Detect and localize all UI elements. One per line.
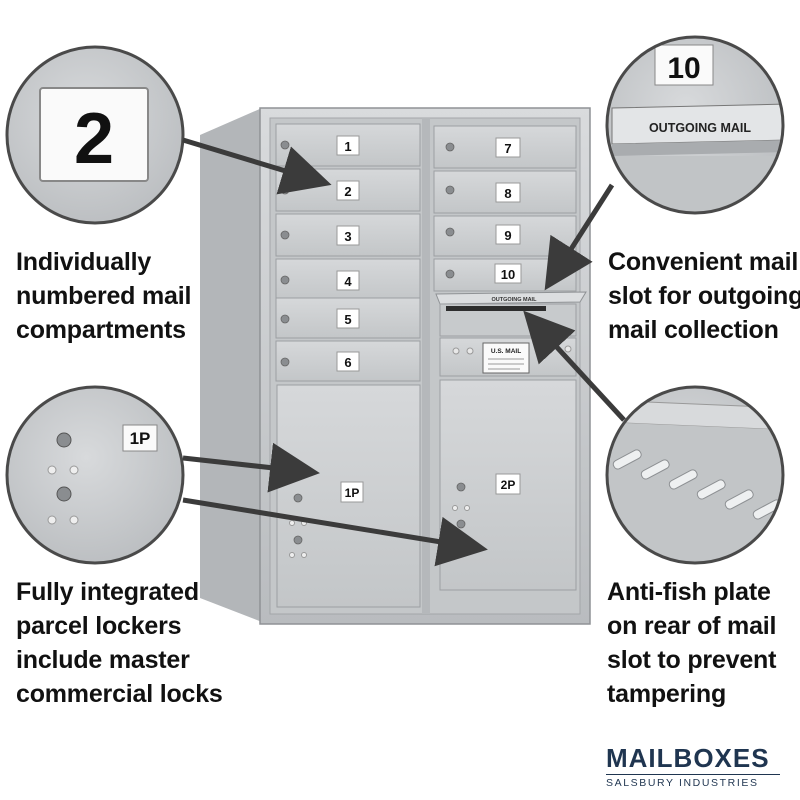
zoom-parcel-locks: 1P [5, 385, 185, 565]
callout-antifish-plate: Anti-fish plate on rear of mail slot to … [607, 578, 777, 708]
lock-icon [456, 482, 466, 492]
outgoing-mail-label: OUTGOING MAIL [492, 297, 538, 303]
arrow-to-outgoing-slot [544, 183, 615, 291]
compartment-number: 6 [344, 355, 351, 370]
arrow-to-antifish [523, 310, 626, 422]
cabinet-side [200, 108, 262, 622]
lock-icon [280, 314, 290, 324]
center-divider [422, 118, 430, 614]
lock-icon [280, 357, 290, 367]
parcel-locker-number: 2P [501, 478, 516, 492]
brand-name: MAILBOXES [606, 743, 770, 773]
lock-icon [445, 142, 455, 152]
parcel-locker-number: 1P [345, 486, 360, 500]
lock-icon [445, 227, 455, 237]
arrow-to-compartment [182, 137, 332, 195]
callout-arrows [182, 137, 626, 567]
compartment-door[interactable]: 3 [275, 213, 421, 257]
lock-icon [280, 230, 290, 240]
zoom-outgoing-label: OUTGOING MAIL [649, 121, 751, 135]
brand-logo: MAILBOXES SALSBURY INDUSTRIES [606, 745, 786, 789]
lock-icon [293, 493, 303, 503]
outgoing-mail-slot[interactable]: OUTGOING MAIL [435, 291, 587, 337]
lock-icon [280, 275, 290, 285]
arrow-to-parcel-1p [182, 442, 320, 493]
compartment-number: 5 [344, 312, 351, 327]
right-compartments: 7 8 9 10 [433, 125, 577, 292]
compartment-number: 4 [344, 274, 352, 289]
compartment-door[interactable]: 6 [275, 340, 421, 382]
lock-icon [280, 185, 290, 195]
compartment-door[interactable]: 4 [275, 258, 421, 302]
us-mail-label: U.S. MAIL [491, 348, 521, 355]
compartment-number: 1 [344, 139, 351, 154]
callout-parcel-lockers: Fully integrated parcel lockers include … [16, 578, 223, 708]
lock-icon [56, 486, 72, 502]
zoom-outgoing-slot: 10 OUTGOING MAIL [605, 35, 785, 215]
lock-icon [293, 535, 303, 545]
zoom-antifish-plate [605, 385, 785, 565]
compartment-number: 10 [501, 267, 515, 282]
brand-subtitle: SALSBURY INDUSTRIES [606, 774, 780, 789]
compartment-door[interactable]: 8 [433, 170, 577, 214]
compartment-number: 3 [344, 229, 351, 244]
compartment-number: 8 [504, 186, 511, 201]
parcel-locker[interactable]: 2P [439, 379, 577, 591]
zoom-number: 10 [667, 52, 700, 85]
lock-icon [445, 185, 455, 195]
parcel-locker[interactable]: 1P [276, 384, 421, 608]
zoom-numbered-compartment: 2 [5, 45, 185, 225]
arrow-to-parcel-2p [182, 497, 488, 567]
mailbox-unit: 1 2 3 4 [200, 107, 591, 625]
compartment-number: 2 [344, 184, 351, 199]
zoom-parcel-label: 1P [130, 429, 151, 448]
left-compartments: 1 2 3 4 [275, 123, 421, 382]
callout-outgoing-slot: Convenient mail slot for outgoing mail c… [608, 248, 800, 344]
compartment-door[interactable]: 1 [275, 123, 421, 167]
compartment-door[interactable]: 5 [275, 297, 421, 339]
lock-icon [445, 269, 455, 279]
callout-numbered-compartments: Individually numbered mail compartments [16, 248, 192, 344]
compartment-door[interactable]: 7 [433, 125, 577, 169]
lock-icon [456, 519, 466, 529]
lock-icon [56, 432, 72, 448]
lock-icon [280, 140, 290, 150]
compartment-number: 7 [504, 141, 511, 156]
compartment-door[interactable]: 9 [433, 215, 577, 257]
zoom-number: 2 [74, 99, 114, 179]
compartment-number: 9 [504, 228, 511, 243]
